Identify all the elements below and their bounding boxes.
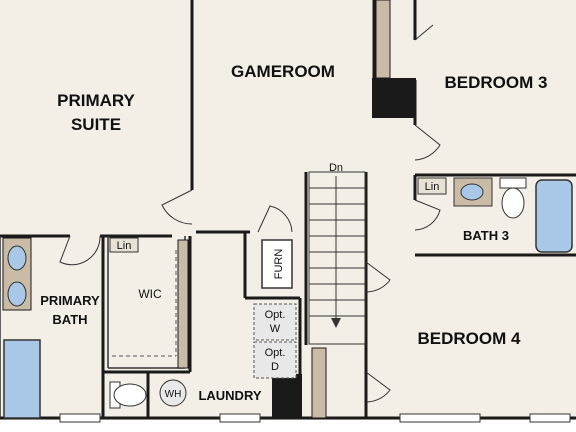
room-primary-suite-line1: PRIMARY <box>57 91 135 110</box>
room-bedroom-4: BEDROOM 4 <box>418 329 522 348</box>
room-primary-bath-line2: BATH <box>52 312 87 327</box>
linen-primary-label: Lin <box>117 240 132 252</box>
opt-washer-label-1: Opt. <box>265 309 286 321</box>
room-bath-3: BATH 3 <box>463 228 509 243</box>
water-heater <box>159 379 187 407</box>
closet-rods <box>112 250 177 357</box>
opt-dryer-label-1: Opt. <box>265 347 286 359</box>
stairs-dn-label: Dn <box>329 162 343 174</box>
stairs <box>308 171 366 345</box>
room-primary-suite-line2: SUITE <box>71 115 121 134</box>
furnace <box>261 239 293 289</box>
water-heater-label: WH <box>165 389 182 400</box>
furnace-label: FURN <box>273 249 285 280</box>
room-wic: WIC <box>138 287 162 301</box>
room-bedroom-3: BEDROOM 3 <box>445 73 548 92</box>
bath-fixtures <box>3 177 573 419</box>
linen-bath3 <box>417 177 447 195</box>
opt-dryer-label-2: D <box>271 361 279 373</box>
linen-primary <box>109 237 139 253</box>
cabinets <box>2 0 391 419</box>
opt-washer-label-2: W <box>270 323 281 335</box>
room-laundry: LAUNDRY <box>198 388 261 403</box>
doors <box>59 24 441 403</box>
windows <box>59 413 571 423</box>
opt-washer <box>253 303 297 341</box>
chase-block <box>372 78 416 118</box>
chase-block-laundry <box>272 374 302 418</box>
stairs-down-arrow <box>331 318 341 328</box>
linen-bath3-label: Lin <box>425 181 440 193</box>
room-gameroom: GAMEROOM <box>231 62 335 81</box>
opt-dryer <box>253 341 297 379</box>
room-primary-bath-line1: PRIMARY <box>40 293 100 308</box>
